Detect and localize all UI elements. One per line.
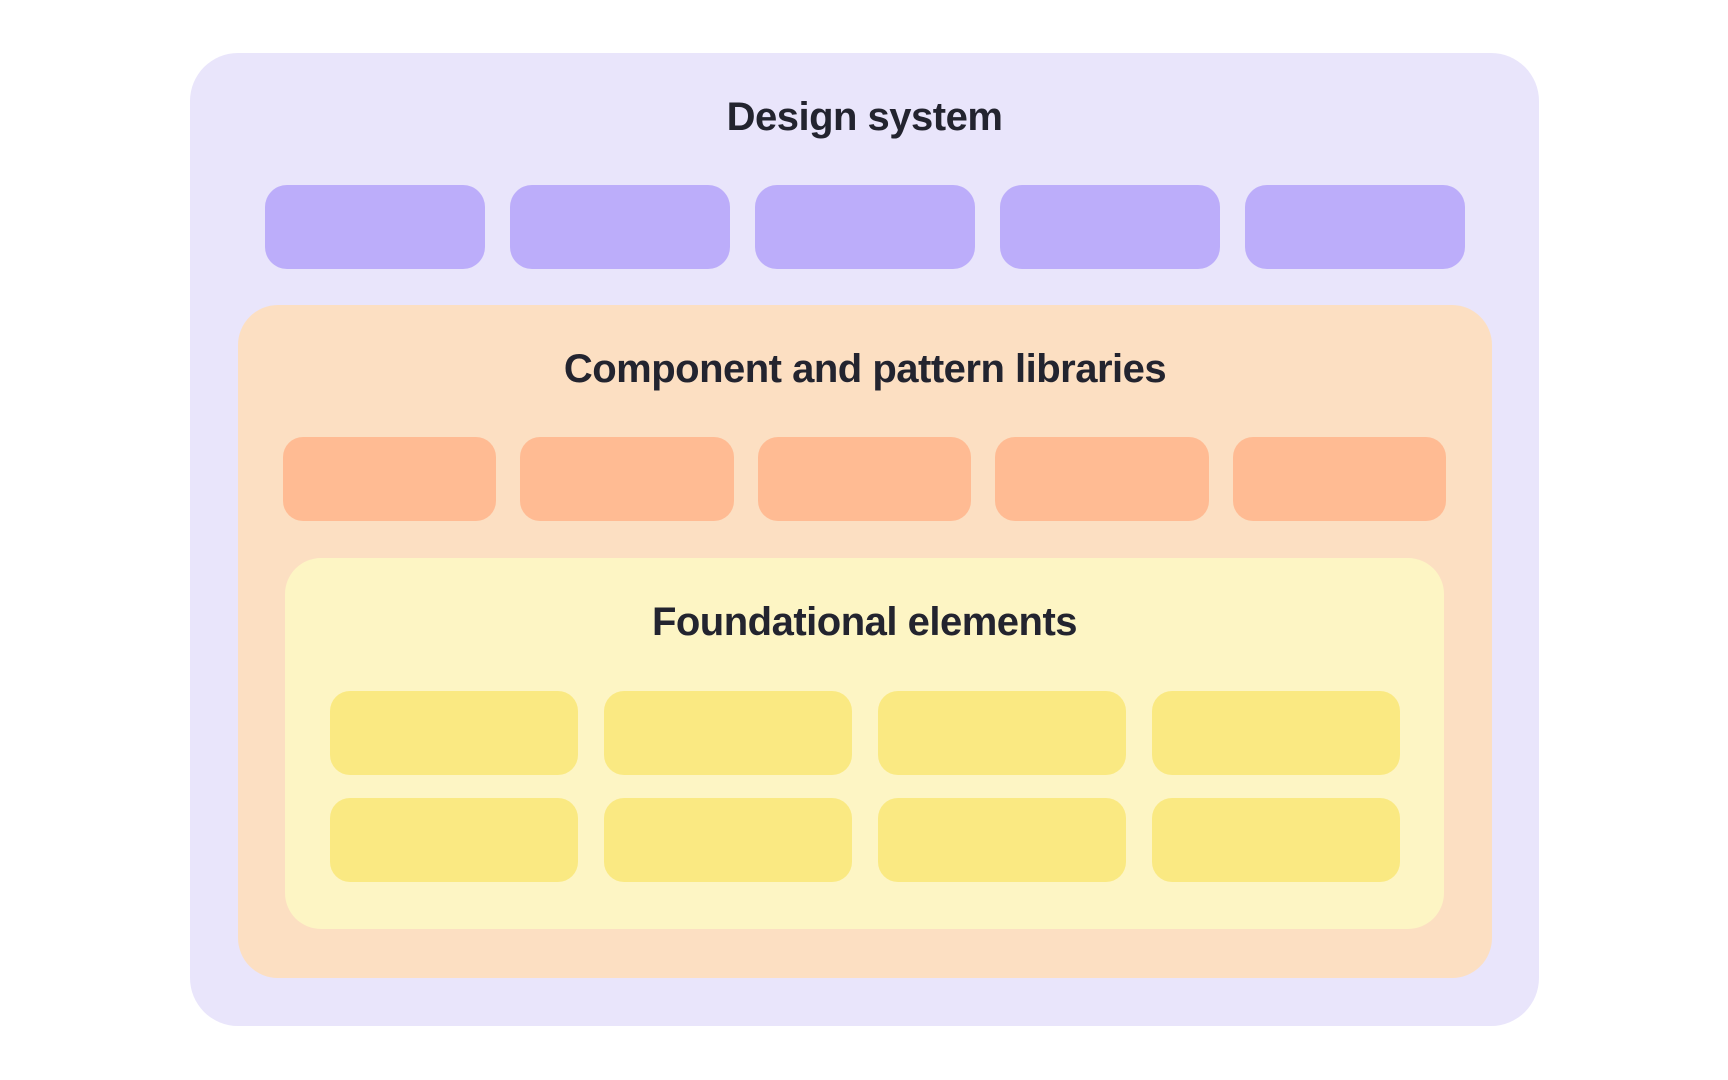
foundational-elements-title: Foundational elements [651,600,1078,644]
block [283,437,497,521]
foundational-elements-block-row-1 [330,691,1400,775]
block [520,437,734,521]
component-libraries-block-row [283,437,1447,521]
block [330,691,578,775]
layer-component-and-pattern-libraries: Component and pattern libraries Foundati… [238,305,1492,978]
component-and-pattern-libraries-title: Component and pattern libraries [563,347,1167,391]
design-system-title: Design system [726,95,1003,139]
block [330,798,578,882]
layer-foundational-elements: Foundational elements [285,558,1444,929]
block [755,185,975,269]
block [265,185,485,269]
block [1245,185,1465,269]
block [878,798,1126,882]
block [995,437,1209,521]
layer-design-system: Design system Component and pattern libr… [190,53,1539,1026]
block [1000,185,1220,269]
block [757,437,972,521]
foundational-elements-block-row-2 [330,798,1400,882]
block [1152,691,1400,775]
block [878,691,1126,775]
block [1232,437,1447,521]
block [510,185,730,269]
design-system-block-row [265,185,1465,269]
block [1152,798,1400,882]
block [604,798,852,882]
block [604,691,852,775]
